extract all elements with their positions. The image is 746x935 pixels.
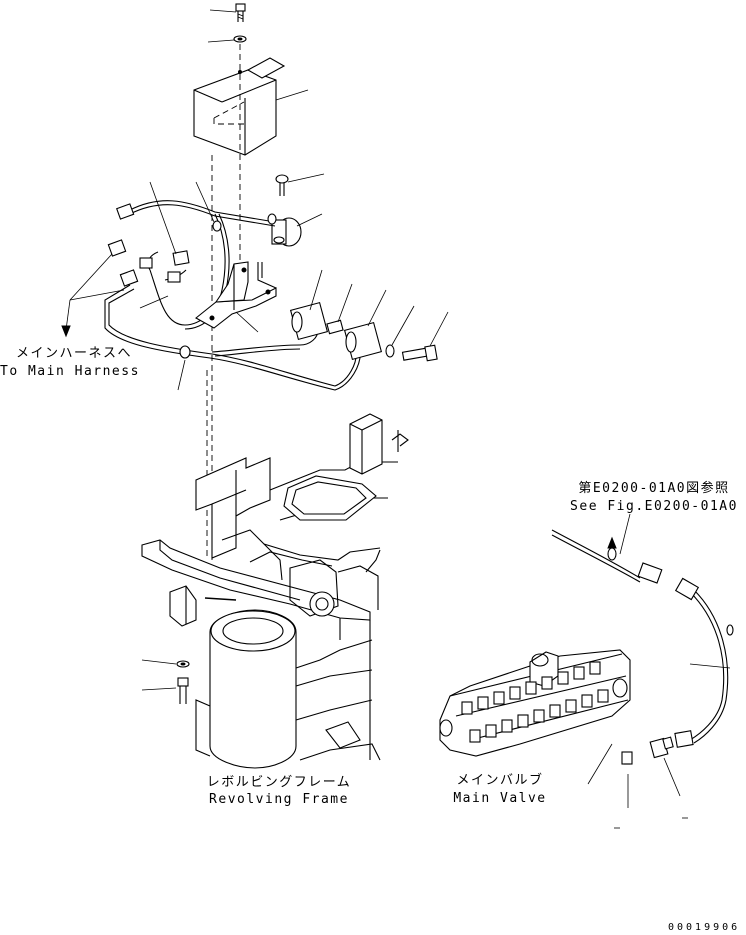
harness-connectors (107, 203, 277, 359)
leader-switch (663, 757, 681, 797)
leader-washer (391, 305, 415, 346)
leader-top-bolt (209, 9, 237, 13)
main-valve-label-en: Main Valve (453, 791, 547, 806)
leader-clamp-1 (149, 181, 177, 255)
leader-clamp-3 (177, 359, 186, 391)
solenoid-washer (385, 344, 395, 358)
leader-screw (287, 173, 325, 183)
leader-buzzer (296, 213, 323, 227)
main-valve (439, 649, 631, 757)
leader-coil-2 (367, 289, 387, 327)
to-main-harness-label-jp: メインハーネスへ (15, 346, 132, 361)
drawing-number: 00019906 (668, 922, 741, 933)
leader-fitting (587, 743, 613, 785)
mounting-bracket (195, 261, 277, 329)
leader-bracket (235, 311, 259, 333)
to-main-harness-arrow (61, 253, 125, 338)
leader-clamp-2 (195, 181, 215, 223)
right-harness (551, 529, 734, 748)
see-fig-label-jp: 第E0200-01A0図参照 (578, 481, 730, 496)
revolving-frame (141, 413, 409, 769)
see-fig-pointer (619, 513, 631, 555)
solenoid-bolt (401, 344, 438, 362)
to-main-harness-label-en: To Main Harness (0, 364, 140, 379)
cover-box (193, 57, 286, 156)
leader-cover (275, 89, 309, 101)
leader-right-harness (689, 663, 731, 669)
valve-spools (461, 661, 609, 743)
leader-frame-bolt (141, 687, 177, 691)
valve-fitting (621, 751, 633, 765)
main-valve-label-jp: メインバルブ (456, 773, 544, 788)
spacer (326, 319, 344, 335)
top-washer (233, 35, 247, 43)
leader-spacer (337, 283, 353, 323)
frame-washer (176, 660, 190, 668)
solenoid-coil-2 (343, 321, 383, 361)
leader-coil-1 (309, 269, 323, 311)
leader-bolt (429, 311, 449, 347)
revolving-frame-label-jp: レボルビングフレーム (206, 775, 352, 790)
solenoid-coil-1 (289, 301, 329, 341)
top-bolt (235, 3, 246, 22)
small-screw (275, 174, 289, 196)
leader-frame-washer (141, 659, 177, 665)
buzzer (271, 217, 302, 247)
see-fig-label-en: See Fig.E0200-01A0 (570, 499, 738, 514)
revolving-frame-label-en: Revolving Frame (209, 792, 349, 807)
pressure-switch (649, 736, 674, 759)
leader-harness (139, 295, 169, 309)
frame-bolt (177, 677, 189, 704)
leader-top-washer (207, 39, 235, 43)
